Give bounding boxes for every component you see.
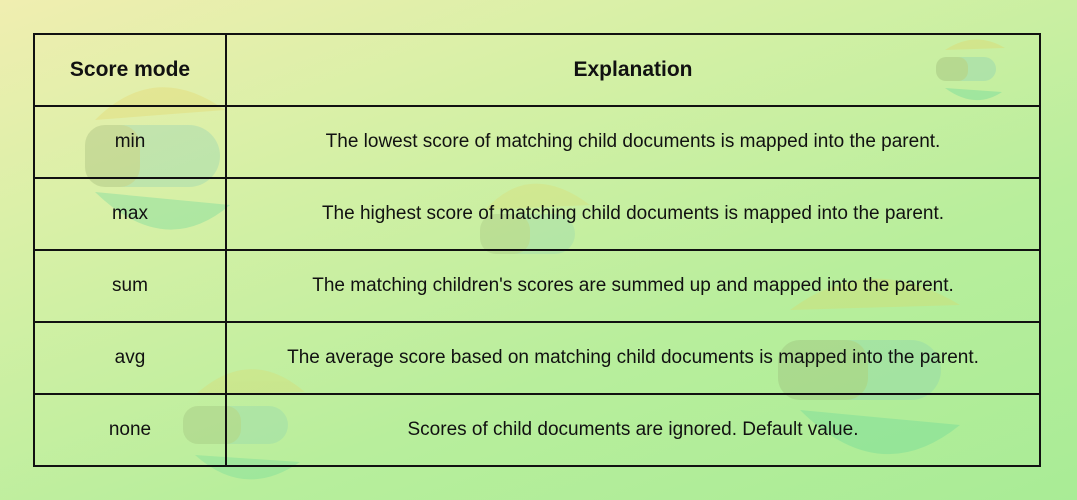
- score-mode-table: Score mode Explanation min The lowest sc…: [33, 33, 1041, 467]
- explanation-cell: Scores of child documents are ignored. D…: [225, 393, 1041, 467]
- score-mode-cell: max: [33, 177, 227, 251]
- table-header-row: Score mode Explanation: [33, 33, 1041, 107]
- score-mode-cell: min: [33, 105, 227, 179]
- explanation-cell: The average score based on matching chil…: [225, 321, 1041, 395]
- score-mode-cell: sum: [33, 249, 227, 323]
- table-row: none Scores of child documents are ignor…: [33, 393, 1041, 467]
- explanation-header: Explanation: [225, 33, 1041, 107]
- explanation-cell: The lowest score of matching child docum…: [225, 105, 1041, 179]
- score-mode-cell: avg: [33, 321, 227, 395]
- score-mode-cell: none: [33, 393, 227, 467]
- table-row: max The highest score of matching child …: [33, 177, 1041, 251]
- explanation-cell: The matching children's scores are summe…: [225, 249, 1041, 323]
- explanation-cell: The highest score of matching child docu…: [225, 177, 1041, 251]
- table-row: avg The average score based on matching …: [33, 321, 1041, 395]
- table-row: sum The matching children's scores are s…: [33, 249, 1041, 323]
- table-row: min The lowest score of matching child d…: [33, 105, 1041, 179]
- score-mode-header: Score mode: [33, 33, 227, 107]
